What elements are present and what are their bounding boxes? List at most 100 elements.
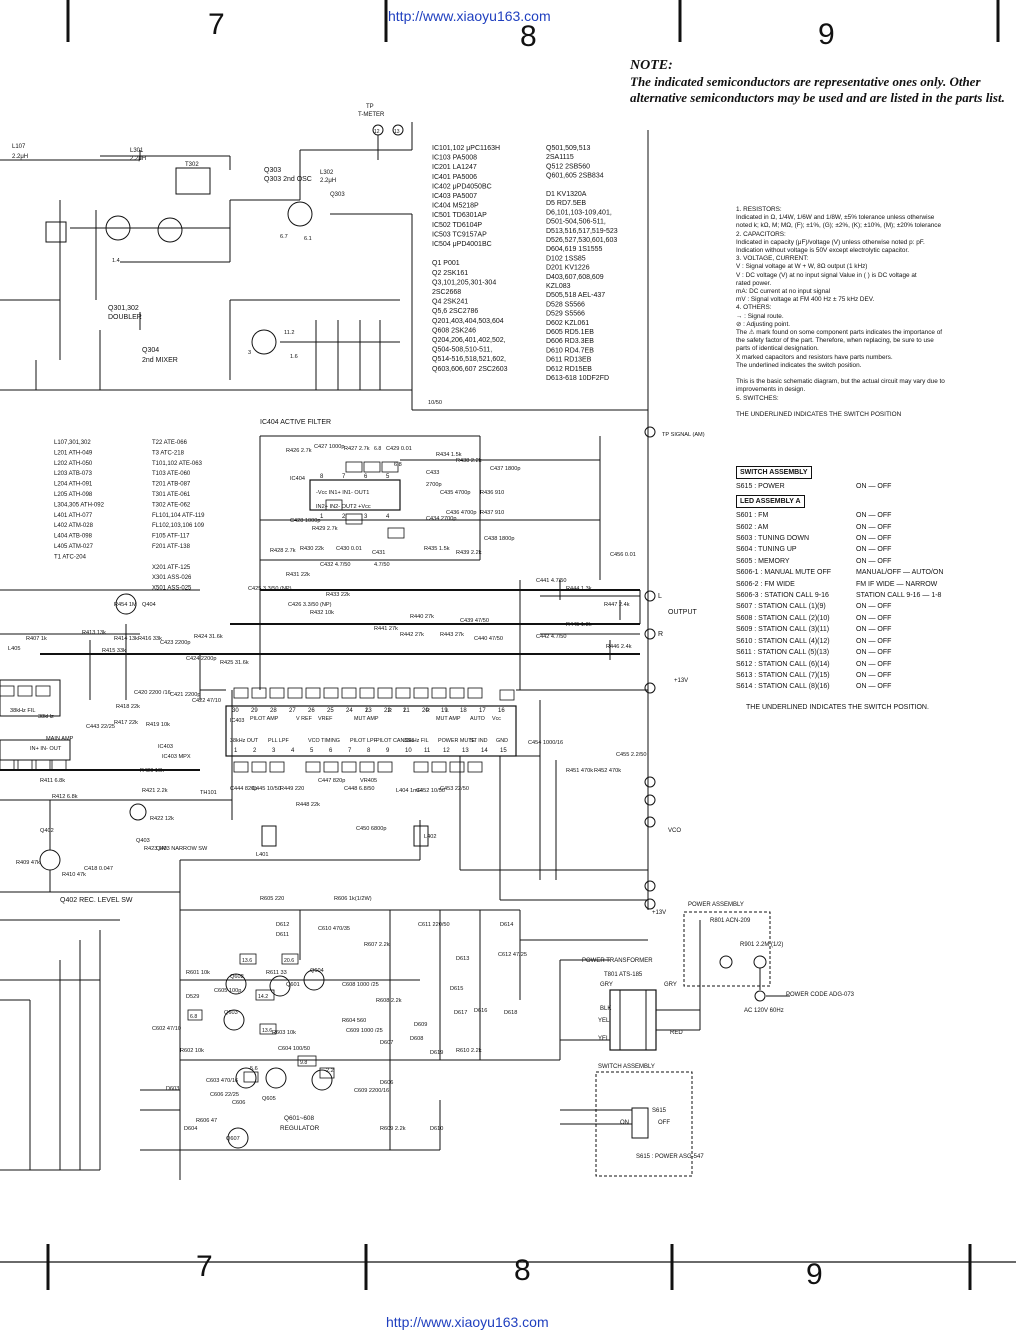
switch-row: S613 : STATION CALL (7)(15) ON — OFF (736, 670, 1008, 681)
switch-position: ON — OFF (856, 626, 892, 634)
ic403-pin-number: 19 (441, 708, 448, 714)
ic403-pin-number: 20 (422, 708, 429, 714)
ic404-pin-number: 4 (386, 514, 390, 520)
ic403-pin-number: 28 (270, 708, 277, 714)
svg-text:R433 22k: R433 22k (326, 592, 350, 598)
svg-text:1.6: 1.6 (290, 354, 298, 360)
svg-text:C426 3.3/50 (NP): C426 3.3/50 (NP) (288, 602, 332, 608)
coil-entry: F105 ATF-117 (152, 534, 190, 540)
svg-text:R440 27k: R440 27k (410, 614, 434, 620)
legend-line: X marked capacitors and resistors have p… (736, 353, 893, 361)
semiconductor-entry: IC501 TD6301AP (432, 212, 487, 219)
switch-position: ON — OFF (856, 671, 892, 679)
svg-text:R451 470k: R451 470k (566, 768, 593, 774)
plus13v-label-top: +13V (674, 678, 688, 684)
svg-text:L302: L302 (320, 170, 334, 176)
svg-text:Q605: Q605 (262, 1096, 276, 1102)
svg-text:D618: D618 (504, 1010, 517, 1016)
ic403-pin-number: 27 (289, 708, 296, 714)
semiconductor-entry: D528 S5566 (546, 301, 585, 308)
ic403-pin-number: 13 (462, 748, 469, 754)
svg-text:D615: D615 (450, 986, 463, 992)
semiconductor-entry: Q512 2SB560 (546, 163, 590, 170)
svg-text:L401: L401 (256, 852, 268, 858)
coil-entry: L202 ATH-050 (54, 461, 93, 467)
coil-entry: F201 ATF-138 (152, 544, 191, 550)
switch-name: S610 : STATION CALL (4)(12) (736, 637, 830, 645)
svg-text:D607: D607 (380, 1040, 393, 1046)
svg-text:Vcc: Vcc (492, 716, 501, 722)
svg-text:D611: D611 (276, 932, 289, 938)
svg-text:R604 560: R604 560 (342, 1018, 366, 1024)
switch-name: S608 : STATION CALL (2)(10) (736, 614, 830, 622)
svg-text:C444 820p: C444 820p (230, 786, 257, 792)
svg-text:Q603: Q603 (224, 1010, 238, 1016)
svg-text:6.8: 6.8 (190, 1014, 197, 1020)
semiconductor-entry: D602 KZL061 (546, 320, 589, 327)
svg-text:R454 1M: R454 1M (114, 602, 137, 608)
svg-text:R: R (426, 708, 430, 714)
svg-text:C453 22/50: C453 22/50 (440, 786, 469, 792)
ic403-pin-number: 8 (367, 748, 371, 754)
svg-text:R416 33k: R416 33k (138, 636, 162, 642)
ic403-pin-number: 14 (481, 748, 488, 754)
switch-position: ON — OFF (856, 557, 892, 565)
svg-text:PILOT LPF: PILOT LPF (350, 738, 378, 744)
svg-text:L404 1mH: L404 1mH (396, 788, 422, 794)
ic404-pin-number: 1 (320, 514, 324, 520)
legend-line: This is the basic schematic diagram, but… (736, 378, 945, 386)
svg-text:R411 6.8k: R411 6.8k (40, 778, 65, 784)
tp-signal-label: TP SIGNAL (AM) (662, 432, 705, 438)
svg-text:C421 2200p: C421 2200p (170, 692, 200, 698)
legend-line: the safety factor of the part. Therefore… (736, 337, 934, 345)
svg-text:R427 2.7k: R427 2.7k (344, 446, 370, 452)
svg-text:R419 10k: R419 10k (146, 722, 170, 728)
svg-text:2nd MIXER: 2nd MIXER (142, 357, 178, 364)
note-title: NOTE: (630, 58, 673, 73)
switch-position: ON — OFF (856, 649, 892, 657)
bottom-frame (46, 1244, 972, 1290)
switch-position: ON — OFF (856, 512, 892, 520)
svg-text:C441 4.7/50: C441 4.7/50 (536, 578, 566, 584)
ic403-pin-number: 21 (403, 708, 410, 714)
switch-name: S611 : STATION CALL (5)(13) (736, 649, 830, 657)
switch-assembly-title: SWITCH ASSEMBLY (736, 466, 812, 480)
svg-text:6.8: 6.8 (374, 446, 381, 452)
svg-text:-Vcc IN1+ IN1- OUT1: -Vcc IN1+ IN1- OUT1 (316, 490, 369, 496)
semiconductor-entry: D610 RD4.7EB (546, 347, 594, 354)
coil-entry: T301 ATE-061 (152, 492, 191, 498)
svg-text:R606 47: R606 47 (196, 1118, 217, 1124)
svg-text:4.7/50: 4.7/50 (374, 562, 390, 568)
coil-entry: FL101,104 ATF-119 (152, 513, 205, 519)
switch-name: S606-1 : MANUAL MUTE OFF (736, 569, 832, 577)
semiconductor-entry: D1 KV1320A (546, 191, 587, 198)
semiconductor-entry: D612 RD15EB (546, 366, 592, 373)
legend-line: 3. VOLTAGE, CURRENT: (736, 255, 809, 263)
ic403-pin-number: 23 (365, 708, 372, 714)
svg-text:Q403: Q403 (136, 838, 150, 844)
narrow-sw-label: Q403 NARROW SW (156, 846, 208, 852)
svg-text:R424 31.6k: R424 31.6k (194, 634, 223, 640)
svg-text:R: R (388, 708, 392, 714)
svg-text:V REF: V REF (296, 716, 313, 722)
coil-entry: L201 ATH-049 (54, 450, 93, 456)
svg-text:YEL: YEL (598, 1036, 610, 1042)
coil-entry: L107,301,302 (54, 440, 91, 446)
svg-text:IC404: IC404 (290, 476, 305, 482)
semiconductor-entry: Q601,605 2SB834 (546, 173, 604, 180)
ic403-pin-number: 11 (424, 748, 431, 754)
switch-name: S613 : STATION CALL (7)(15) (736, 671, 830, 679)
svg-text:D610: D610 (430, 1126, 443, 1132)
coil-entry: T1 ATC-204 (54, 554, 87, 560)
s615-label: S615 : POWER ASG-547 (636, 1154, 704, 1160)
svg-text:R432 10k: R432 10k (310, 610, 334, 616)
